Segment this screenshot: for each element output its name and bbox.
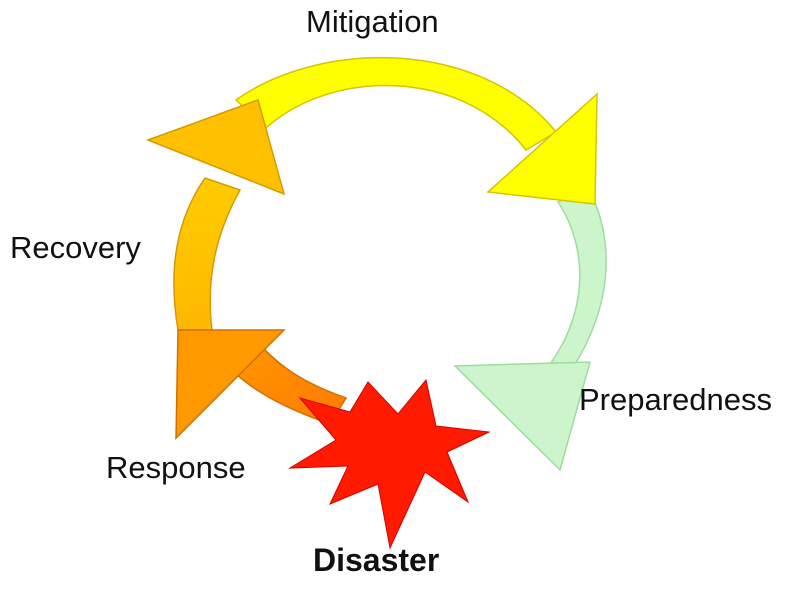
- response-arrow-head: [175, 329, 286, 440]
- recovery-arrow-head: [145, 99, 286, 196]
- preparedness-arrow: [453, 187, 607, 472]
- disaster-label: Disaster: [313, 542, 440, 578]
- mitigation-arrow-head: [486, 92, 598, 205]
- recovery-arrow-body: [173, 177, 242, 331]
- recovery-label: Recovery: [10, 230, 141, 265]
- preparedness-label: Preparedness: [579, 382, 773, 417]
- mitigation-arrow-body: [234, 56, 558, 151]
- mitigation-label: Mitigation: [306, 4, 439, 39]
- recovery-arrow: [145, 99, 286, 331]
- response-label: Response: [106, 450, 246, 485]
- disaster-starburst: [288, 378, 491, 550]
- mitigation-arrow: [234, 56, 598, 205]
- preparedness-arrow-head: [453, 361, 591, 472]
